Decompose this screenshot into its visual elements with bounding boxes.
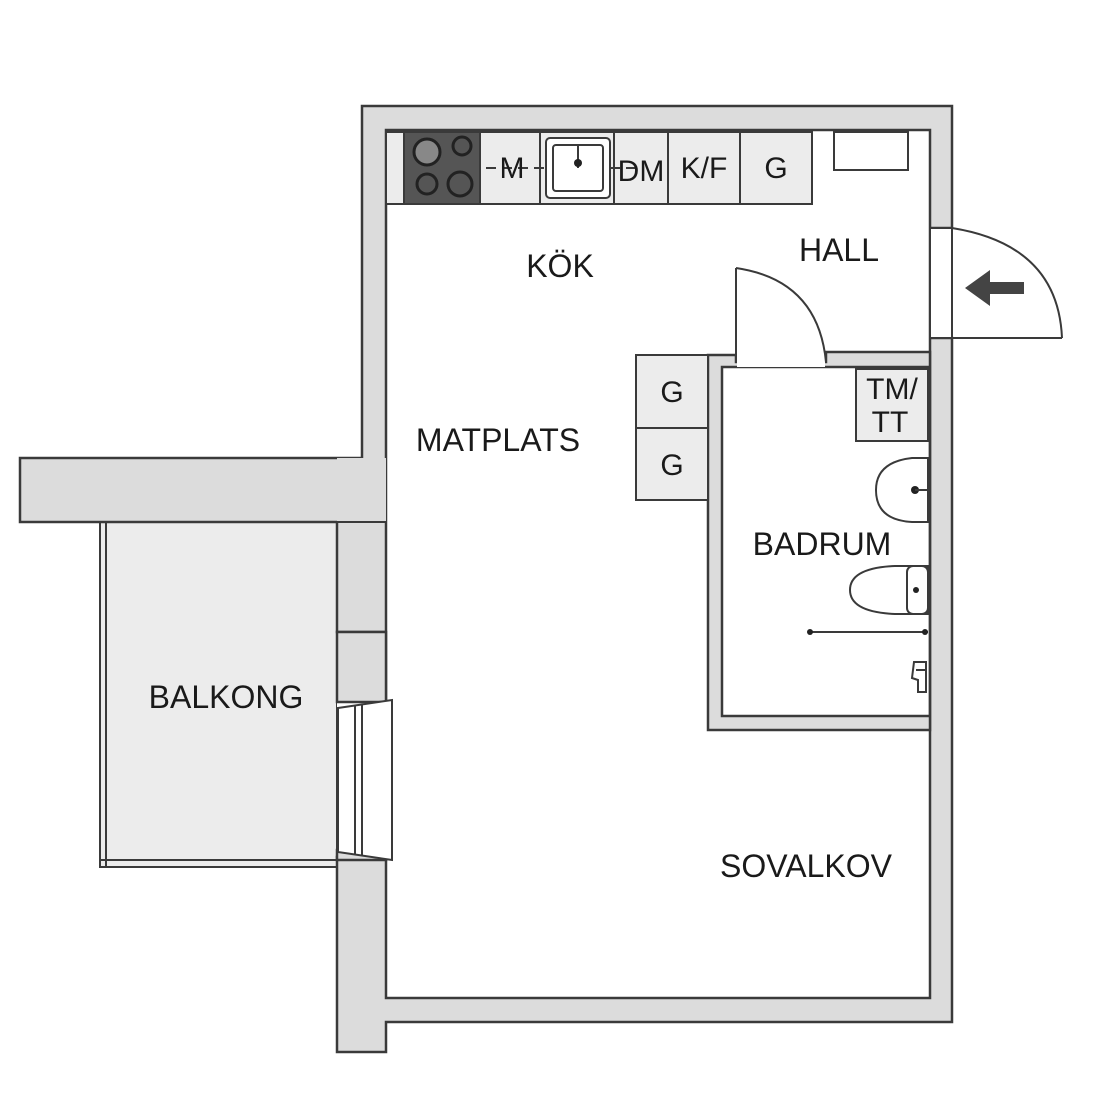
toilet-icon <box>848 565 929 615</box>
hall-cabinets: G G <box>635 354 709 501</box>
room-label-badrum: BADRUM <box>753 526 892 562</box>
bathroom-door-swing <box>735 267 827 363</box>
washer-label-line1: TM/ <box>866 373 918 406</box>
dishwasher-label: DM <box>618 155 665 188</box>
kitchen-counter: M DM K/F G <box>385 131 813 205</box>
stove-icon <box>403 131 481 205</box>
fridge-freezer-label: K/F <box>681 152 728 185</box>
hall-cabinet-upper-label: G <box>660 376 683 409</box>
shower-icon <box>807 629 928 693</box>
hall-cabinet-lower-label: G <box>660 449 683 482</box>
outer-walls <box>18 104 954 1054</box>
sink-icon <box>486 137 640 199</box>
wall-stub <box>337 458 386 522</box>
washbasin-icon <box>874 457 929 523</box>
balcony-window <box>335 630 393 862</box>
room-label-matplats: MATPLATS <box>416 422 580 458</box>
kitchen-cabinet-label: G <box>764 152 787 185</box>
hall-shelf <box>833 131 909 171</box>
room-label-kok: KÖK <box>526 248 594 284</box>
room-label-balkong: BALKONG <box>149 679 304 715</box>
washer-dryer: TM/ TT <box>855 368 929 442</box>
washer-label-line2: TT <box>872 406 909 439</box>
entrance-arrow-icon <box>965 270 1024 306</box>
room-label-sovalkov: SOVALKOV <box>720 848 893 884</box>
entrance-door-swing <box>951 227 1063 339</box>
balcony-floor <box>99 504 338 868</box>
room-label-hall: HALL <box>799 232 879 268</box>
microwave-label: M <box>500 152 525 185</box>
